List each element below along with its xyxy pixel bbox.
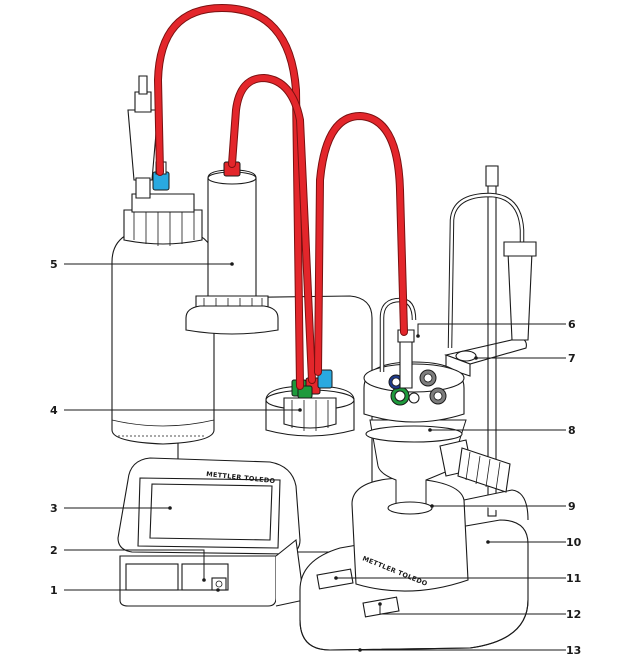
callout-lines xyxy=(64,262,566,652)
callout-label-8: 8 xyxy=(568,424,576,437)
callout-label-4: 4 xyxy=(50,404,58,417)
blue-connector-icon xyxy=(317,369,333,389)
titrant-bottle xyxy=(111,75,215,445)
power-button[interactable] xyxy=(211,577,227,591)
callout-label-3: 3 xyxy=(50,502,58,515)
callout-label-9: 9 xyxy=(568,500,576,513)
titration-vessel xyxy=(363,297,511,515)
callout-label-11: 11 xyxy=(566,572,581,585)
red-tubing xyxy=(153,3,408,390)
callout-label-12: 12 xyxy=(566,608,581,621)
callout-label-6: 6 xyxy=(568,318,576,331)
callout-label-7: 7 xyxy=(568,352,576,365)
electrode-holder xyxy=(444,192,537,377)
dosing-head xyxy=(265,369,355,437)
callout-label-5: 5 xyxy=(50,258,58,271)
terminal: METTLER TOLEDO xyxy=(117,457,305,607)
callout-label-13: 13 xyxy=(566,644,581,657)
burette-cylinder xyxy=(185,161,279,335)
callout-label-10: 10 xyxy=(566,536,582,549)
stand-rod xyxy=(485,165,499,517)
callout-label-2: 2 xyxy=(50,544,58,557)
callout-label-1: 1 xyxy=(50,584,58,597)
callout-labels: 1 2 3 4 5 6 7 8 9 10 11 12 13 xyxy=(50,258,582,657)
